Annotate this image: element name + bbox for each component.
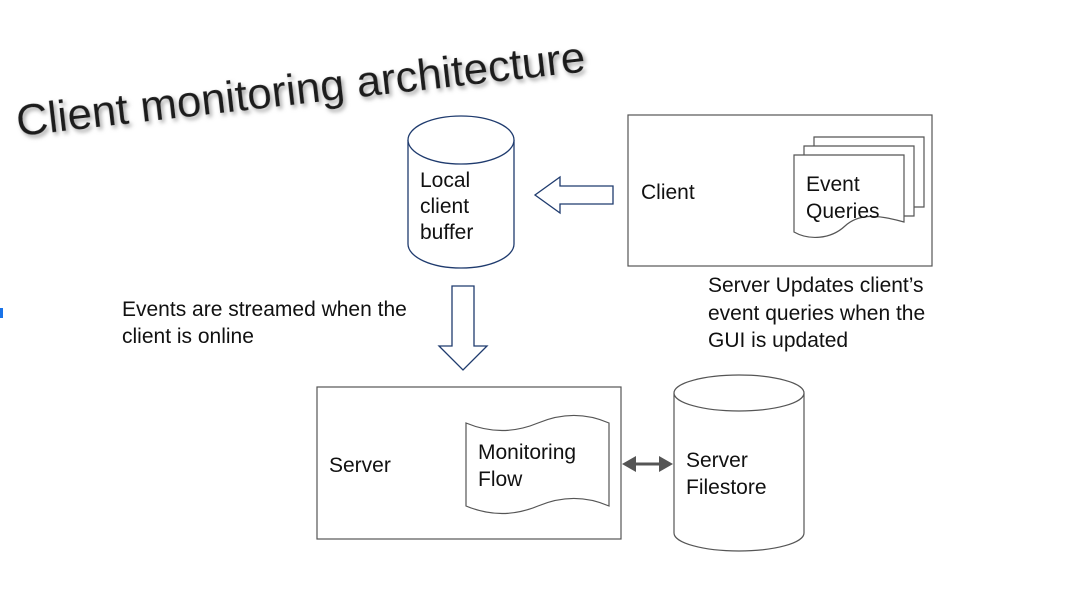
event-queries-documents: Event Queries xyxy=(793,136,925,238)
server-updates-note-line-3: GUI is updated xyxy=(708,329,848,352)
server-filestore-label-line-2: Filestore xyxy=(686,476,767,499)
local-buffer-label-line-1: Local xyxy=(420,169,470,192)
server-updates-note-line-2: event queries when the xyxy=(708,302,925,325)
edge-mark xyxy=(0,308,3,318)
server-filestore-database: Server Filestore xyxy=(673,374,805,552)
events-streamed-note: Events are streamed when the client is o… xyxy=(122,298,407,348)
event-queries-label-line-1: Event xyxy=(806,173,860,196)
event-queries-label-line-2: Queries xyxy=(806,200,880,223)
local-buffer-label-line-3: buffer xyxy=(420,221,473,244)
monitoring-flow-label-line-2: Flow xyxy=(478,468,523,491)
server-filestore-label-line-1: Server xyxy=(686,449,748,472)
client-to-buffer-arrow xyxy=(533,175,614,215)
monitoring-flow-tape: Monitoring Flow xyxy=(465,414,610,515)
server-updates-note: Server Updates client’s event queries wh… xyxy=(708,274,925,352)
server-updates-note-line-1: Server Updates client’s xyxy=(708,274,924,297)
client-label: Client xyxy=(641,181,695,204)
server-filestore-connector xyxy=(622,456,673,472)
local-client-buffer-database: Local client buffer xyxy=(407,115,515,269)
server-label: Server xyxy=(329,454,391,477)
local-buffer-label-line-2: client xyxy=(420,195,469,218)
events-streamed-note-line-1: Events are streamed when the xyxy=(122,298,407,321)
buffer-to-server-arrow xyxy=(437,285,489,371)
events-streamed-note-line-2: client is online xyxy=(122,325,254,348)
monitoring-flow-label-line-1: Monitoring xyxy=(478,441,576,464)
